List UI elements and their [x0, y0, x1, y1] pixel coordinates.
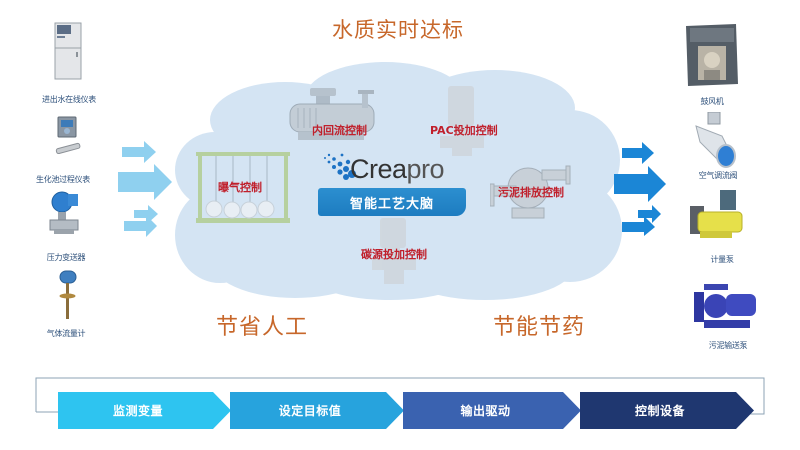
flow-step-set-target: 设定目标值	[278, 404, 342, 418]
sludge-discharge-pump-icon	[490, 165, 571, 219]
gas-flowmeter-icon	[59, 270, 77, 319]
logo-main: Crea	[350, 154, 407, 184]
benefit-labor-saving: 节省人工	[216, 315, 309, 340]
reflux-pump-icon	[289, 88, 375, 140]
device-label-pressure-transmitter: 压力变送器	[46, 253, 86, 262]
pressure-transmitter-icon	[49, 191, 79, 234]
creapro-logo-icon	[324, 153, 356, 180]
control-label-sludge-discharge: 污泥排放控制	[498, 186, 564, 199]
control-label-pac-dosing: PAC投加控制	[430, 124, 498, 137]
control-label-aeration: 曝气控制	[218, 181, 262, 194]
flow-step-monitor-variables: 监测变量	[112, 404, 163, 418]
flow-chevrons	[58, 392, 754, 429]
creapro-logo-text: Creapro	[350, 154, 445, 185]
blower-icon	[686, 24, 738, 86]
benefit-energy-chemical-saving: 节能节药	[493, 315, 586, 340]
sludge-pump-icon	[694, 284, 756, 328]
device-label-sludge-pump: 污泥输送泵	[708, 341, 748, 350]
metering-pump-icon	[690, 190, 743, 238]
output-arrows-icon	[614, 142, 666, 236]
device-label-process-meter: 生化池过程仪表	[36, 175, 90, 184]
device-label-online-analyzer: 进出水在线仪表	[42, 95, 96, 104]
process-meter-icon	[55, 116, 81, 155]
logo-suffix: pro	[406, 154, 445, 184]
control-label-carbon-dosing: 碳源投加控制	[361, 248, 427, 261]
carbon-dosing-pump-icon	[372, 218, 416, 284]
title-water-quality: 水质实时达标	[332, 18, 464, 42]
online-analyzer-cabinet-icon	[54, 22, 82, 80]
air-flow-valve-icon	[695, 112, 736, 168]
flow-step-control-equipment: 控制设备	[634, 404, 685, 418]
device-label-gas-flowmeter: 气体流量计	[46, 329, 86, 338]
device-label-metering-pump: 计量泵	[710, 255, 734, 264]
control-label-internal-reflux: 内回流控制	[312, 124, 367, 137]
intelligent-process-brain-banner: 智能工艺大脑	[318, 188, 466, 216]
aeration-rack-icon	[196, 152, 290, 223]
input-arrows-icon	[118, 141, 172, 237]
device-label-blower: 鼓风机	[700, 97, 724, 106]
flow-step-output-drive: 输出驱动	[460, 404, 511, 418]
pac-pump-icon	[440, 86, 484, 156]
device-label-air-flow-valve: 空气调流阀	[698, 171, 738, 180]
